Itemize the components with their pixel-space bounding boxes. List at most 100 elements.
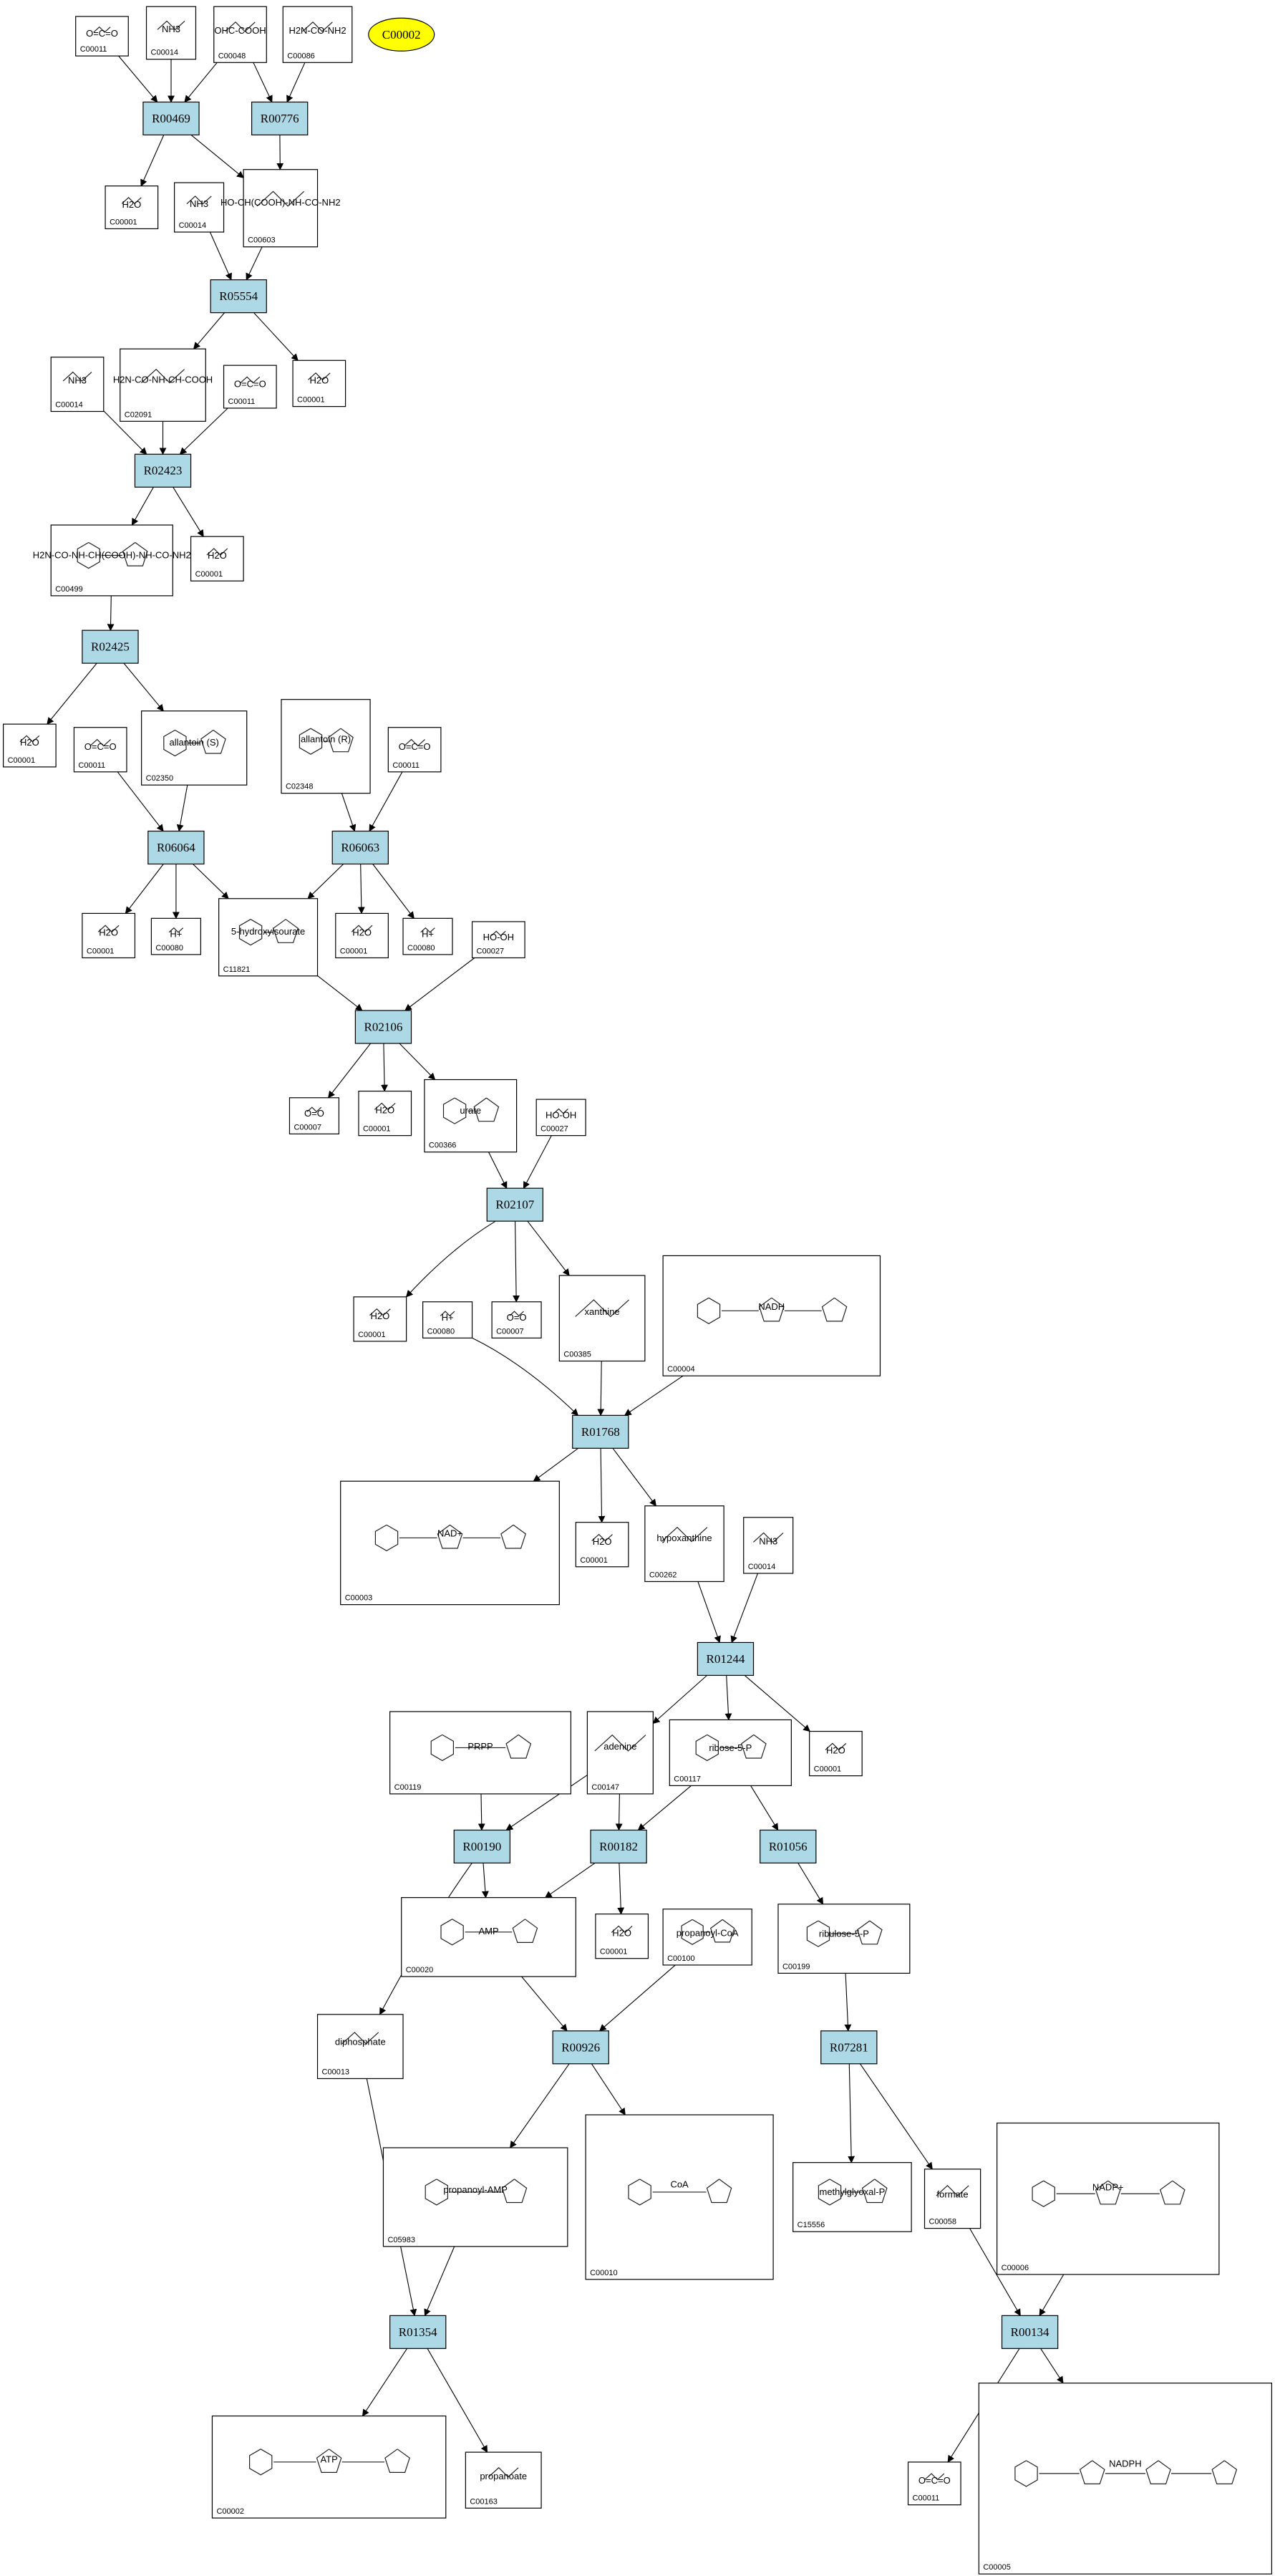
compound-box <box>575 1522 629 1568</box>
compound-id: C00002 <box>216 2507 244 2516</box>
compound-formula: ATP <box>320 2454 337 2464</box>
compound-id: C00603 <box>248 236 276 245</box>
target-compound-node[interactable]: C00002 <box>368 17 435 52</box>
structure-icon <box>19 735 40 743</box>
reaction-node[interactable]: R00190 <box>453 1829 511 1864</box>
reaction-box <box>760 1829 817 1864</box>
reaction-node[interactable]: R07281 <box>820 2030 878 2065</box>
compound-formula: H+ <box>422 929 434 940</box>
reaction-node[interactable]: R02423 <box>134 453 192 488</box>
edge-arrow <box>193 864 229 899</box>
compound-formula: propanoate <box>480 2471 527 2481</box>
reaction-node[interactable]: R06064 <box>147 830 205 865</box>
reaction-node[interactable]: R00182 <box>590 1829 647 1864</box>
compound-node[interactable]: allantoin (S)C02350 <box>141 710 248 786</box>
compound-formula: CoA <box>670 2179 689 2190</box>
compound-id: C02348 <box>286 783 314 791</box>
reaction-node[interactable]: R00926 <box>552 2030 609 2065</box>
structure-icon <box>430 1734 532 1762</box>
reaction-node[interactable]: R02425 <box>82 629 139 664</box>
reaction-node[interactable]: R00776 <box>251 101 309 136</box>
compound-box <box>669 1719 792 1787</box>
reaction-box <box>486 1187 543 1222</box>
edge-arrow <box>173 486 204 538</box>
compound-id: C00366 <box>429 1142 457 1150</box>
compound-node[interactable]: allantoin (R)C02348 <box>281 699 371 794</box>
edge-arrow <box>209 231 232 281</box>
reaction-node[interactable]: R01244 <box>697 1641 755 1677</box>
compound-box <box>335 912 389 959</box>
reaction-label: R07281 <box>830 2040 868 2054</box>
reaction-node[interactable]: R00134 <box>1001 2315 1059 2349</box>
reaction-node[interactable]: R00469 <box>142 101 200 136</box>
compound-box <box>923 2169 981 2229</box>
compound-node[interactable]: H+C00080 <box>422 1301 473 1338</box>
reaction-label: R00182 <box>599 1840 638 1853</box>
edge-arrow <box>527 1220 570 1276</box>
reaction-node[interactable]: R05554 <box>210 279 267 314</box>
structure-icon <box>77 541 148 569</box>
compound-box <box>997 2122 1220 2275</box>
reaction-node[interactable]: R01354 <box>389 2315 447 2349</box>
compound-node[interactable]: H+C00080 <box>150 917 201 955</box>
compound-box <box>595 1914 649 1959</box>
compound-node[interactable]: NADP+C00006 <box>997 2122 1220 2275</box>
compound-node[interactable]: H+C00080 <box>402 917 453 955</box>
reaction-node[interactable]: R01768 <box>572 1414 629 1449</box>
reaction-node[interactable]: R02107 <box>486 1187 543 1222</box>
reaction-node[interactable]: R02106 <box>354 1010 412 1044</box>
reaction-node[interactable]: R06063 <box>331 830 389 865</box>
compound-node[interactable]: NAD+C00003 <box>340 1480 560 1606</box>
reaction-label: R06064 <box>157 841 195 854</box>
reaction-node[interactable]: R01056 <box>760 1829 817 1864</box>
compound-node[interactable]: ATP C00002 <box>211 2415 447 2519</box>
